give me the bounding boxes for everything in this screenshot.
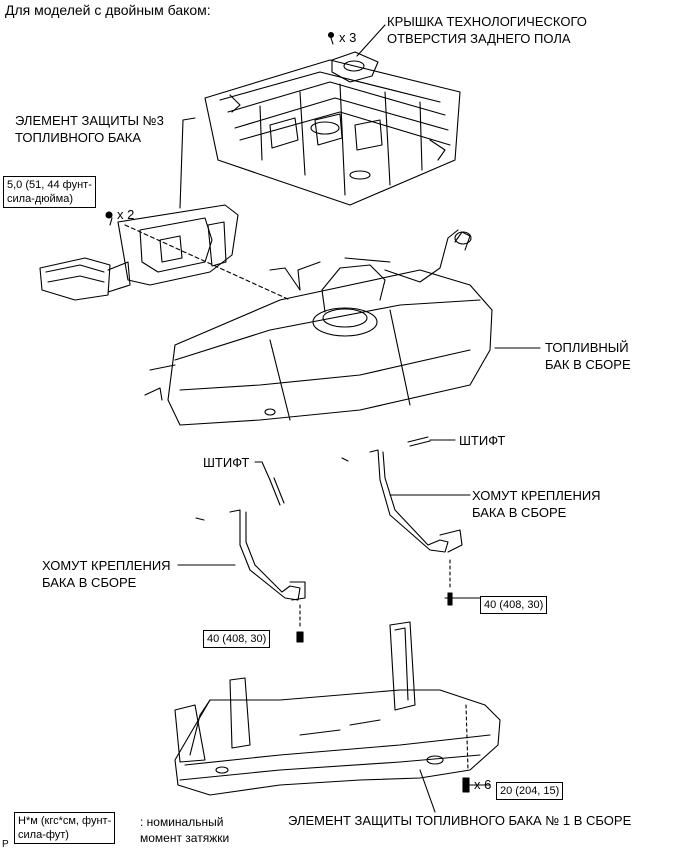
hatch-cover-label: КРЫШКА ТЕХНОЛОГИЧЕСКОГО ОТВЕРСТИЯ ЗАДНЕГ… xyxy=(387,13,587,47)
protector3-bolts-qty: x 2 xyxy=(117,207,135,222)
band-right-label-line2: БАКА В СБОРЕ xyxy=(472,505,567,520)
band-right-label: ХОМУТ КРЕПЛЕНИЯ БАКА В СБОРЕ xyxy=(472,487,601,521)
header-title: Для моделей с двойным баком: xyxy=(5,2,211,18)
torque-box-protector1: 20 (204, 15) xyxy=(496,782,564,800)
protector-1 xyxy=(174,621,501,813)
protector3-label: ЭЛЕМЕНТ ЗАЩИТЫ №3 ТОПЛИВНОГО БАКА xyxy=(15,112,164,146)
protector1-label: ЭЛЕМЕНТ ЗАЩИТЫ ТОПЛИВНОГО БАКА № 1 В СБО… xyxy=(288,813,632,828)
legend-unit-line1: Н*м (кгс*см, фунт- xyxy=(18,815,112,827)
legend-unit-line2: сила-фут) xyxy=(18,829,69,841)
fuel-tank xyxy=(144,229,541,426)
rear-floor-panel xyxy=(204,59,461,206)
protector-3 xyxy=(39,117,291,301)
corner-mark: P xyxy=(2,839,9,850)
protector3-label-line1: ЭЛЕМЕНТ ЗАЩИТЫ №3 xyxy=(15,113,164,128)
legend-meaning-line1: : номинальный xyxy=(140,815,224,829)
hatch-screws-qty: x 3 xyxy=(339,30,357,45)
torque-box-band-left: 40 (408, 30) xyxy=(203,630,271,648)
pin-left-label: ШТИФТ xyxy=(203,455,250,470)
band-left-label: ХОМУТ КРЕПЛЕНИЯ БАКА В СБОРЕ xyxy=(42,557,171,591)
torque-protector3-line2: сила-дюйма) xyxy=(7,193,73,205)
protector1-bolts-qty: x 6 xyxy=(474,777,492,792)
torque-box-protector3: 5,0 (51, 44 фунт- сила-дюйма) xyxy=(3,176,96,208)
pin-right-label: ШТИФТ xyxy=(459,433,506,448)
band-left-label-line1: ХОМУТ КРЕПЛЕНИЯ xyxy=(42,558,171,573)
fuel-tank-label-line1: ТОПЛИВНЫЙ xyxy=(545,340,629,355)
torque-box-band-right: 40 (408, 30) xyxy=(480,596,548,614)
protector3-label-line2: ТОПЛИВНОГО БАКА xyxy=(15,130,142,145)
hatch-cover-label-line2: ОТВЕРСТИЯ ЗАДНЕГО ПОЛА xyxy=(387,31,571,46)
right-band-assembly xyxy=(341,436,481,606)
left-band-assembly xyxy=(177,461,306,643)
legend-meaning-line2: момент затяжки xyxy=(140,831,230,845)
hatch-cover-label-line1: КРЫШКА ТЕХНОЛОГИЧЕСКОГО xyxy=(387,14,587,29)
fuel-tank-label: ТОПЛИВНЫЙ БАК В СБОРЕ xyxy=(545,339,631,373)
legend-unit-box: Н*м (кгс*см, фунт- сила-фут) xyxy=(14,812,116,844)
torque-protector3-line1: 5,0 (51, 44 фунт- xyxy=(7,179,92,191)
hatch-cover xyxy=(327,24,386,83)
band-right-label-line1: ХОМУТ КРЕПЛЕНИЯ xyxy=(472,488,601,503)
legend-meaning: : номинальный момент затяжки xyxy=(140,814,229,846)
band-left-label-line2: БАКА В СБОРЕ xyxy=(42,575,137,590)
fuel-tank-label-line2: БАК В СБОРЕ xyxy=(545,357,631,372)
